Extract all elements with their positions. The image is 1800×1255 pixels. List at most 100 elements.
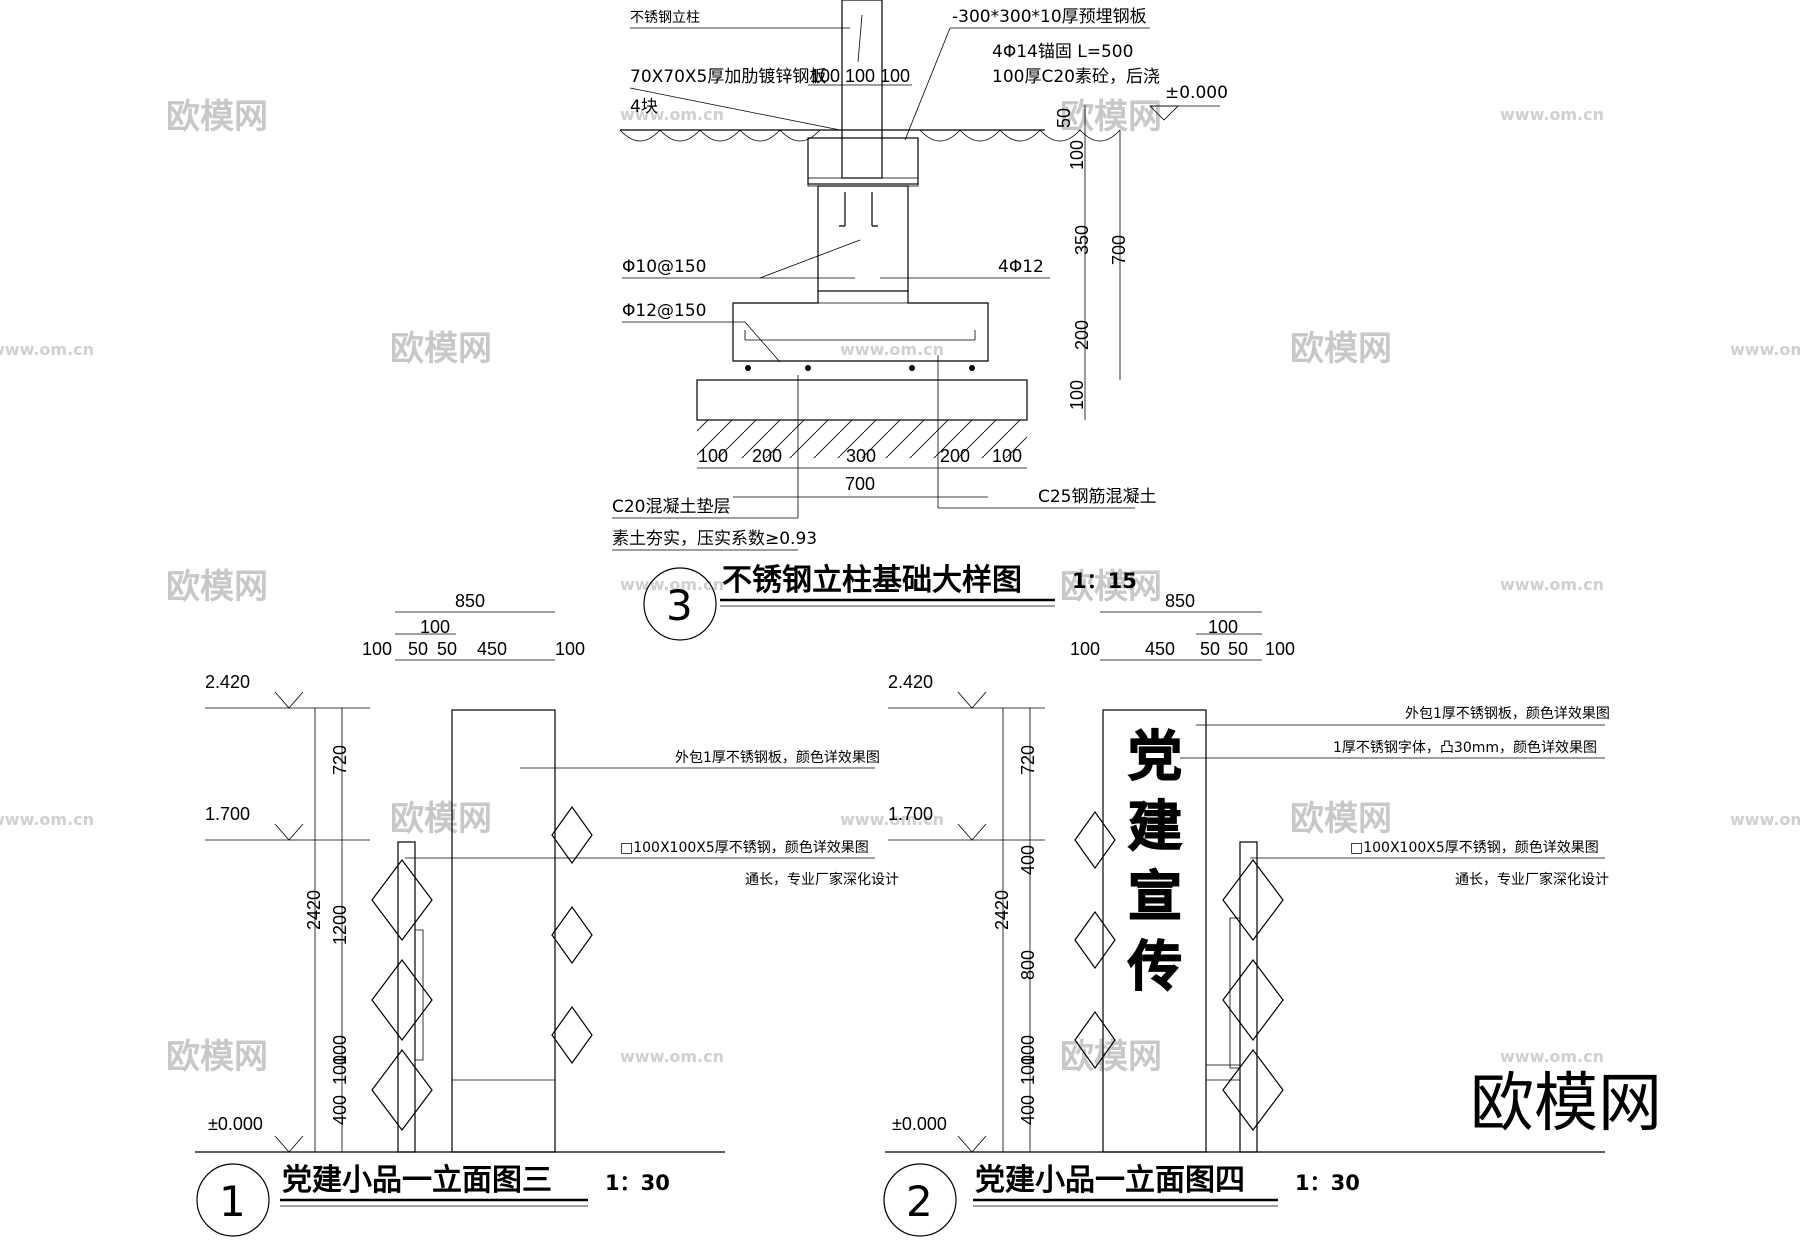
label-rebar-1: Φ10@150 [622,257,706,277]
label-embed-plate: -300*300*10厚预埋钢板 [952,7,1147,27]
level-value: 1.700 [205,804,250,824]
dim-value: 100 [1067,380,1087,410]
bottom-dimension-chain: 100 200 300 200 100 700 [697,446,1027,498]
plate-stiffeners [839,192,878,227]
sign-char: 宣 [1128,865,1182,928]
dim-value: 50 [1200,639,1220,659]
foundation-labels: 不锈钢立柱 70X70X5厚加肋镀锌钢板 4块 -300*300*10厚预埋钢板… [612,7,1228,551]
top-dimension-chain: 850 100 100 50 50 450 100 [362,591,585,661]
dim-value: 100 [1067,140,1087,170]
dim-value: 800 [1018,950,1038,980]
detail-title: 党建小品一立面图三 [282,1163,552,1198]
vertical-sign-text: 党 建 宣 传 [1126,724,1182,998]
dim-total: 850 [455,591,485,611]
dim-value: 720 [330,745,350,775]
c20-collar [807,137,919,185]
watermark-site: www.om.cn [840,340,944,359]
dim-value: 200 [752,446,782,466]
label-column: 不锈钢立柱 [630,10,700,26]
detail-number: 3 [666,581,693,630]
watermark-brand: 欧模网 [166,1037,268,1077]
dim-value: 100 [1208,617,1238,637]
fin-blades [1074,810,1284,1131]
note-tube-2: 通长，专业厂家深化设计 [1455,871,1609,888]
vertical-dimension-chain: 2420 720 400 800 100 100 400 [992,708,1038,1152]
label-rc: C25钢筋混凝土 [1038,487,1157,507]
dim-value: 100 [1070,639,1100,659]
watermark-site: www.om.cn [1730,340,1800,359]
detail-title: 党建小品一立面图四 [975,1163,1245,1198]
watermark-site: www.om.cn [620,1047,724,1066]
dim-value: 100 [1018,1035,1038,1065]
right-dimension-chain: 50 100 350 200 100 700 [1054,105,1129,420]
dim-value: 100 [1265,639,1295,659]
dim-value: 720 [1018,745,1038,775]
dim-total: 700 [845,474,875,494]
rebar-dots [745,365,975,371]
watermark-brand: 欧模网 [1290,329,1392,369]
watermark-site: www.om.cn [0,340,94,359]
main-panel [1102,709,1207,1153]
brand-logo: 欧模网 [1470,1067,1662,1141]
dim-value: 450 [477,639,507,659]
label-rebar-2: Φ12@150 [622,301,706,321]
note-cladding: 外包1厚不锈钢板，颜色详效果图 [675,749,880,766]
watermark-site: www.om.cn [1730,810,1800,829]
note-tube: □100X100X5厚不锈钢，颜色详效果图 [620,839,869,856]
dim-value: 100 [880,66,910,86]
dim-value: 100 [330,1055,350,1085]
dim-value: 400 [1018,1095,1038,1125]
dim-value: 50 [408,639,428,659]
dim-value: 100 [362,639,392,659]
dim-total: 700 [1109,235,1129,265]
dim-value: 100 [810,66,840,86]
note-cladding: 外包1厚不锈钢板，颜色详效果图 [1405,705,1610,722]
detail-scale: 1：30 [1295,1171,1360,1195]
level-value: 2.420 [205,672,250,692]
watermark-site: www.om.cn [620,105,724,124]
level-value: ±0.000 [208,1114,263,1134]
top-dimension-chain: 850 100 100 450 50 50 100 [1070,591,1295,661]
label-plate: 70X70X5厚加肋镀锌钢板 [630,67,826,87]
note-tube-2: 通长，专业厂家深化设计 [745,871,899,888]
watermark-site: www.om.cn [0,810,94,829]
dim-value: 200 [940,446,970,466]
elevation-2-title-block: 2 党建小品一立面图四 1：30 [883,1163,1360,1237]
level-marks: 2.420 1.700 ±0.000 [888,672,1045,1153]
dim-total: 850 [1165,591,1195,611]
ground-hatch [619,129,1121,142]
dim-value: 50 [437,639,457,659]
dim-value: 100 [330,1035,350,1065]
detail-title: 不锈钢立柱基础大样图 [722,563,1022,598]
label-plate-qty: 4块 [630,97,658,117]
detail-3-title-block: 3 不锈钢立柱基础大样图 1：15 [643,563,1137,641]
fin-blades [371,805,593,1131]
detail-number: 2 [906,1177,933,1226]
label-cushion: C20混凝土垫层 [612,497,731,517]
watermark-site: www.om.cn [620,575,724,594]
dim-value: 50 [1228,639,1248,659]
detail-scale: 1：30 [605,1171,670,1195]
compacted-soil [697,420,1027,458]
dim-value: 100 [845,66,875,86]
bottom-rebar [744,330,976,341]
vertical-dimension-chain: 2420 720 1200 100 100 400 [304,708,350,1152]
dim-value: 100 [420,617,450,637]
dim-value: 300 [846,446,876,466]
note-font: 1厚不锈钢字体，凸30mm，颜色详效果图 [1333,739,1597,756]
dim-value: 350 [1072,225,1092,255]
note-tube: □100X100X5厚不锈钢，颜色详效果图 [1350,839,1599,856]
steel-column [841,0,883,179]
watermark-brand: 欧模网 [1060,567,1162,607]
dim-value: 200 [1072,320,1092,350]
detail-number-circle [196,1163,270,1237]
elevation-2: 850 100 100 450 50 50 100 2.420 1.700 ±0… [883,591,1610,1237]
watermark-brand: 欧模网 [166,567,268,607]
main-panel [451,709,556,1153]
top-dimension-line: 100 100 100 [808,66,912,86]
level-value: 2.420 [888,672,933,692]
elevation-1: 850 100 100 50 50 450 100 2.420 1.700 ±0… [195,591,899,1237]
detail-scale: 1：15 [1072,569,1137,593]
elevation-notes: 外包1厚不锈钢板，颜色详效果图 1厚不锈钢字体，凸30mm，颜色详效果图 □10… [1180,705,1610,888]
level-marks: 2.420 1.700 ±0.000 [205,672,370,1153]
